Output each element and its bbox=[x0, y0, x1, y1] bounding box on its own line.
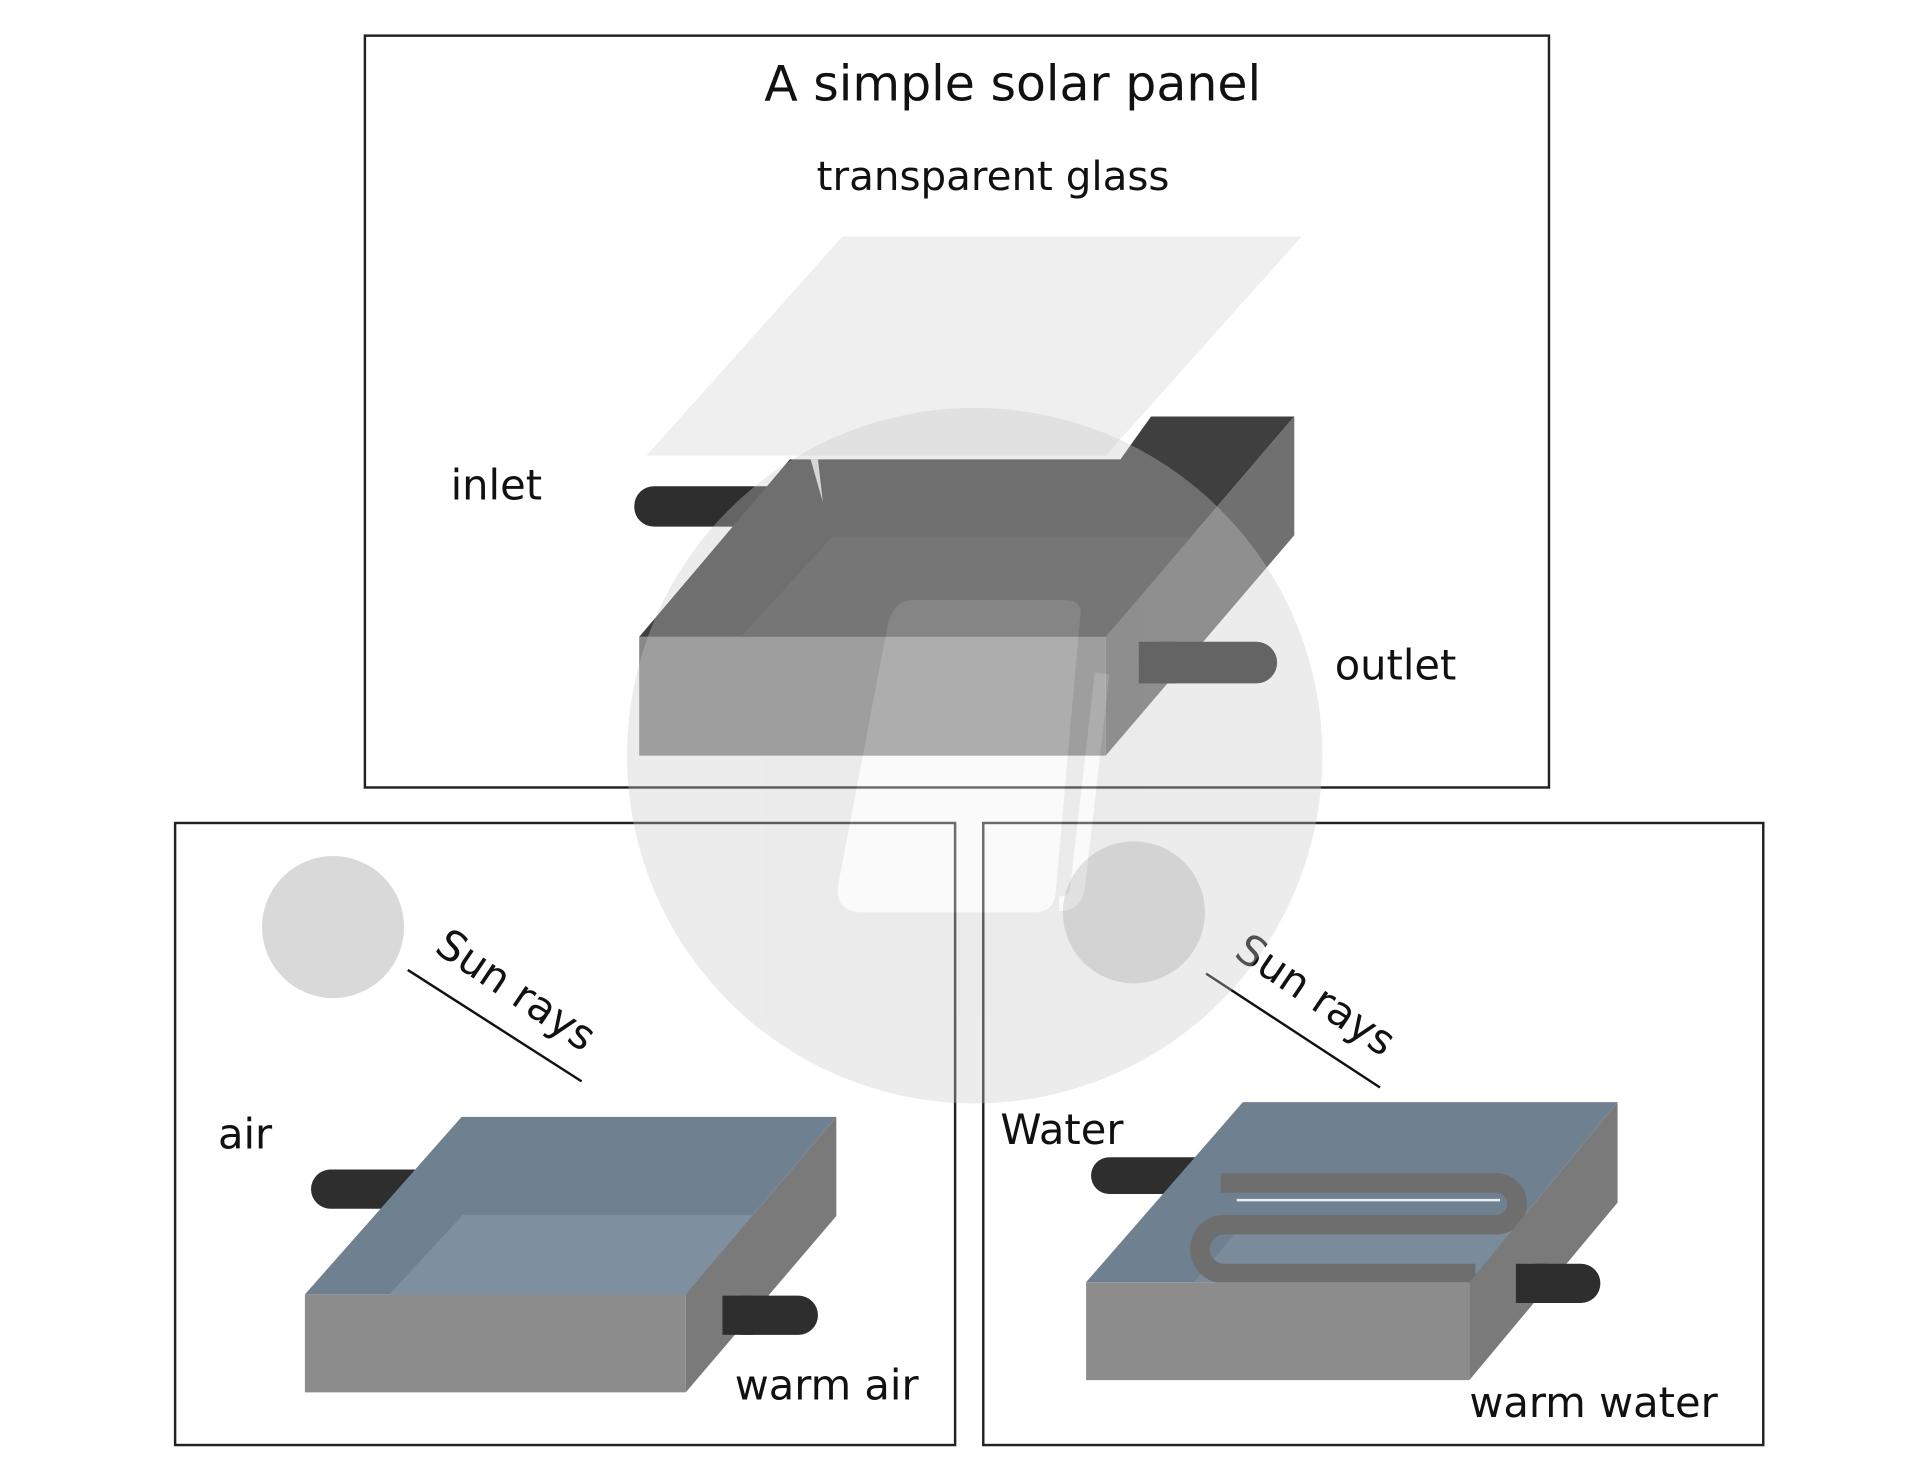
water-label: Water bbox=[1000, 1105, 1124, 1154]
water-outlet-pipe-base bbox=[1515, 1263, 1547, 1303]
air-collector-inner bbox=[389, 1214, 757, 1295]
water-collector-side bbox=[1469, 1102, 1618, 1381]
transparent-glass-sheet bbox=[646, 236, 1302, 456]
main-panel: A simple solar panel transparent glass i… bbox=[363, 34, 1551, 789]
water-collector-front bbox=[1086, 1282, 1470, 1381]
sun-rays-line bbox=[407, 968, 583, 1083]
watermark-glyph bbox=[837, 600, 1081, 913]
air-label: air bbox=[218, 1110, 273, 1159]
main-panel-frame bbox=[363, 34, 1551, 789]
air-outlet-pipe-base bbox=[722, 1295, 754, 1335]
inlet-label: inlet bbox=[451, 461, 542, 510]
warm-water-label: warm water bbox=[1469, 1378, 1718, 1427]
outlet-label: outlet bbox=[1335, 641, 1457, 690]
glass-edge-highlight bbox=[810, 459, 823, 503]
glass-label: transparent glass bbox=[817, 152, 1170, 200]
serpentine-tube bbox=[1190, 1173, 1527, 1284]
outlet-pipe-base bbox=[1138, 641, 1176, 684]
water-panel: Sun rays Water warm water bbox=[982, 821, 1765, 1447]
air-collector-front bbox=[304, 1294, 686, 1393]
warm-air-label: warm air bbox=[735, 1361, 920, 1410]
watermark-glyph-stroke bbox=[1058, 672, 1110, 912]
watermark-circle bbox=[626, 407, 1323, 1104]
collector-inner-base bbox=[740, 536, 1194, 637]
air-panel: Sun rays air warm air bbox=[173, 821, 957, 1447]
sun-icon bbox=[262, 856, 405, 999]
diagram-title: A simple solar panel bbox=[764, 56, 1261, 113]
collector-front-face bbox=[639, 636, 1106, 756]
sun-rays-line bbox=[1205, 972, 1381, 1089]
watermark-logo bbox=[626, 407, 1323, 1104]
sun-icon bbox=[1062, 841, 1205, 984]
